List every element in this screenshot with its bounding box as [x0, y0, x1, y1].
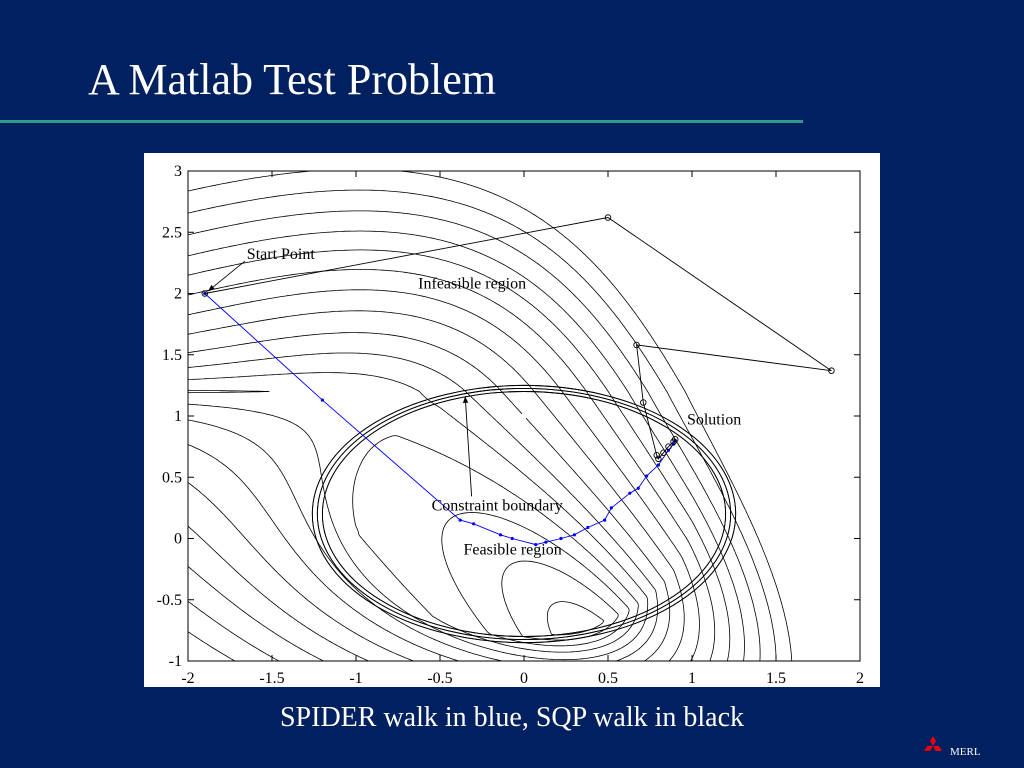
contour-line	[188, 249, 731, 661]
contour-line	[188, 389, 639, 653]
spider-walk-point	[458, 518, 462, 522]
contour-line	[188, 310, 685, 661]
contour-line	[441, 512, 630, 647]
y-tick-label: 3	[174, 163, 182, 180]
spider-walk-point	[628, 491, 632, 495]
annotation-arrowhead	[462, 396, 469, 403]
contour-line	[188, 352, 658, 661]
annotation-label: Feasible region	[464, 541, 562, 558]
y-tick-label: -0.5	[157, 592, 182, 609]
spider-walk-point	[510, 536, 514, 541]
spider-walk-point	[472, 522, 476, 526]
annotation-label: Solution	[687, 412, 741, 429]
contour-line	[501, 560, 619, 641]
slide-caption: SPIDER walk in blue, SQP walk in black	[279, 702, 745, 733]
mitsubishi-diamonds-icon	[924, 736, 942, 751]
sqp-walk-point	[640, 399, 647, 406]
logo-text: MERL	[950, 746, 981, 758]
contour-line	[546, 601, 605, 636]
slide-title: A Matlab Test Problem	[88, 55, 496, 104]
series-layer	[201, 214, 835, 547]
spider-walk-point	[656, 463, 661, 467]
y-tick-label: 1	[174, 408, 182, 425]
annotation-label: Infeasible region	[418, 276, 526, 293]
y-tick-label: 2.5	[162, 224, 182, 241]
constraint-boundary-curve	[321, 391, 727, 637]
spider-walk-point	[603, 518, 607, 522]
contour-line	[188, 269, 716, 661]
x-tick-label: 1	[688, 670, 696, 687]
x-tick-label: 0.5	[598, 670, 618, 687]
spider-walk-point	[559, 536, 563, 541]
y-tick-label: -1	[169, 653, 182, 670]
y-tick-label: 1.5	[162, 347, 182, 364]
spider-walk-point	[544, 540, 548, 544]
plot-frame: -2 -1.5 -1 -0.5 0 0.5 1 1.5 2 -1 -0.5 0 0.5 1 1.5 2 2.5 3…	[144, 153, 880, 687]
contour-line	[188, 210, 761, 661]
title-rule	[0, 120, 803, 123]
x-tick-label: 1.5	[766, 670, 786, 687]
spider-walk-point	[636, 486, 640, 490]
spider-walk-point	[320, 398, 324, 402]
x-tick-label: -0.5	[427, 670, 452, 687]
spider-walk-point	[203, 291, 207, 296]
x-tick-label: -1	[349, 670, 362, 687]
spider-walk-point	[498, 533, 503, 537]
x-tick-label: 0	[520, 670, 528, 687]
contour-line	[188, 289, 700, 661]
sqp-walk-point	[604, 214, 612, 221]
contour-plot: -2 -1.5 -1 -0.5 0 0.5 1 1.5 2 -1 -0.5 0 0.5 1 1.5 2 2.5 3…	[157, 163, 864, 687]
spider-walk-point	[645, 474, 649, 478]
y-tick-label: 0.5	[162, 469, 182, 486]
sqp-walk-point	[665, 443, 672, 450]
annotation-label: Constraint boundary	[432, 497, 563, 514]
spider-walk-point	[534, 543, 538, 547]
contour-line	[188, 230, 745, 661]
sqp-walk-point	[671, 436, 679, 443]
annotation-arrow	[207, 260, 246, 292]
sqp-walk-point	[828, 367, 835, 374]
annotation-arrow	[464, 396, 473, 497]
sqp-walk-point	[201, 290, 209, 297]
constraint-boundary-curve	[316, 387, 732, 641]
constraint-boundary-curve	[311, 384, 737, 644]
x-tick-label: -1.5	[259, 670, 284, 687]
sqp-walk-point	[653, 451, 660, 459]
constraint-boundary	[311, 384, 737, 644]
x-tick-label: -2	[181, 670, 194, 687]
sqp-walk-line	[204, 217, 832, 460]
merl-logo: MERL	[920, 734, 1020, 760]
contour-line	[188, 171, 793, 661]
plot-axes-box	[187, 170, 861, 662]
spider-walk-point	[572, 533, 576, 537]
sqp-walk-point	[633, 341, 640, 349]
contour-lines	[188, 171, 793, 661]
x-tick-label: 2	[856, 670, 864, 687]
contour-line	[188, 372, 649, 661]
annotation-label: Start Point	[247, 246, 316, 263]
annotation-arrowhead	[208, 284, 215, 292]
spider-walk-line	[204, 293, 676, 546]
y-tick-label: 2	[174, 286, 182, 303]
spider-walk-point	[609, 506, 613, 510]
spider-walk-point	[586, 525, 590, 530]
axis-ticks: -2 -1.5 -1 -0.5 0 0.5 1 1.5 2 -1 -0.5 0 0.5 1 1.5 2 2.5 3	[157, 163, 864, 687]
y-tick-label: 0	[174, 531, 182, 548]
sqp-walk-point	[660, 449, 667, 457]
contour-line	[188, 332, 671, 661]
sqp-walk-point	[655, 455, 662, 463]
